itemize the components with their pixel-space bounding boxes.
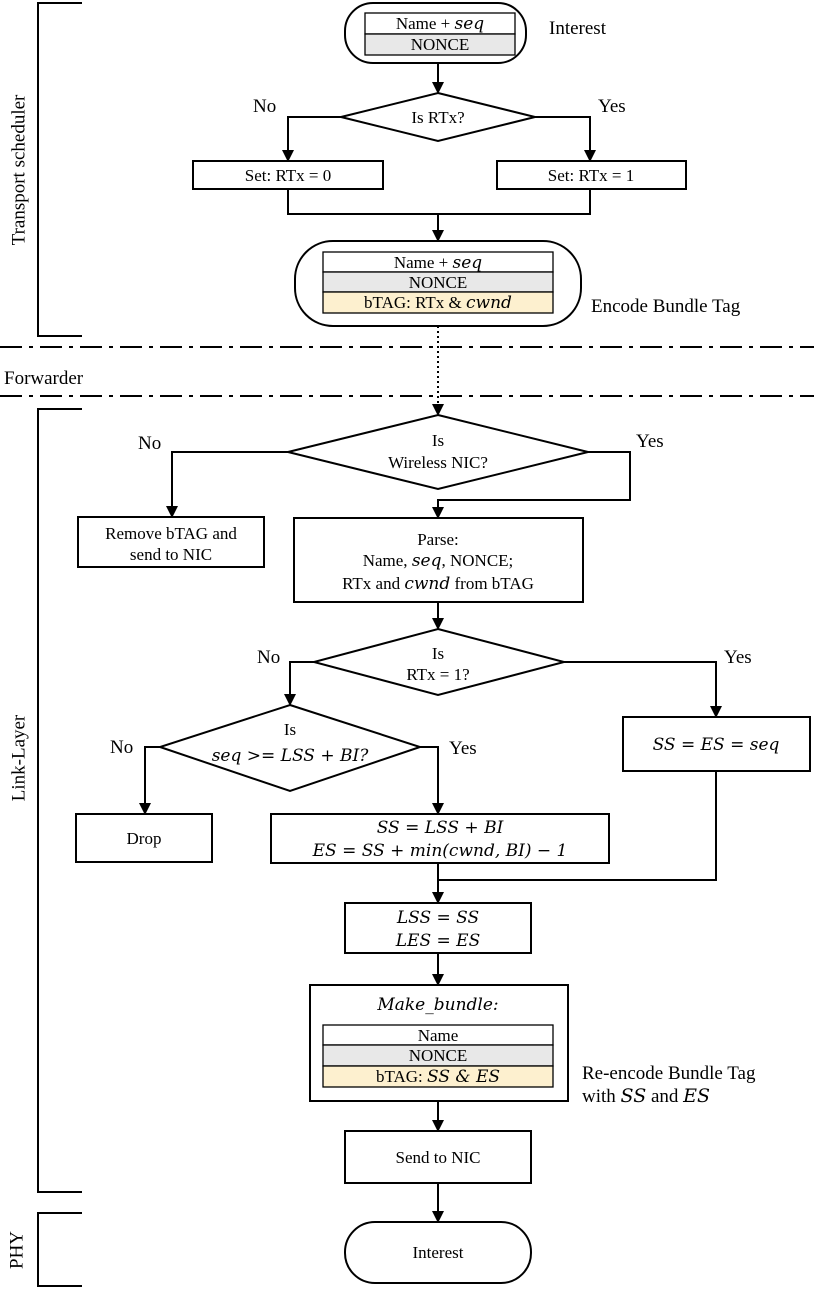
svg-text:LSS = SS: LSS = SS (396, 908, 479, 928)
ss-es-seq-box: SS = ES = seq (622, 716, 811, 772)
svg-text:Name: Name (418, 1026, 459, 1045)
remove-btag-box: Remove bTAG and send to NIC (77, 516, 265, 568)
send-to-nic-box: Send to NIC (344, 1130, 532, 1184)
svg-text:Is: Is (284, 720, 296, 739)
phy-bracket (37, 1212, 82, 1287)
svg-text:Name + seq: Name + seq (394, 253, 482, 273)
re-encode-label: Re-encode Bundle Tag with SS and ES (582, 1063, 756, 1107)
svg-text:Wireless NIC?: Wireless NIC? (388, 453, 488, 472)
yes-label: Yes (598, 96, 626, 117)
svg-text:send to NIC: send to NIC (130, 545, 212, 564)
svg-text:Drop: Drop (127, 829, 162, 848)
svg-text:RTx = 1?: RTx = 1? (406, 665, 469, 684)
svg-text:Re-encode Bundle Tag: Re-encode Bundle Tag (582, 1063, 756, 1084)
no-label: No (138, 433, 161, 454)
update-lss-les-box: LSS = SS LES = ES (344, 902, 532, 954)
link-layer-bracket (37, 408, 82, 1193)
svg-text:SS = LSS + BI: SS = LSS + BI (377, 818, 504, 838)
svg-text:Set: RTx = 0: Set: RTx = 0 (245, 166, 332, 185)
section-label-forwarder: Forwarder (4, 368, 84, 389)
no-label: No (110, 737, 133, 758)
yes-label: Yes (724, 647, 752, 668)
section-label-phy: PHY (6, 1231, 27, 1269)
svg-text:Name + seq: Name + seq (396, 14, 484, 34)
decision-rtx-equals-1: Is RTx = 1? (310, 627, 568, 697)
svg-text:bTAG: SS & ES: bTAG: SS & ES (376, 1067, 500, 1087)
nonce-field: NONCE (411, 35, 470, 54)
interest-label-top: Interest (549, 18, 607, 39)
encoded-interest-packet: Name + seq NONCE bTAG: RTx & cwnd (294, 240, 582, 327)
yes-label: Yes (449, 738, 477, 759)
svg-text:NONCE: NONCE (409, 273, 468, 292)
set-rtx-0-box: Set: RTx = 0 (192, 160, 384, 190)
svg-text:LES = ES: LES = ES (395, 931, 480, 951)
svg-text:SS = ES = seq: SS = ES = seq (653, 735, 780, 755)
svg-text:Parse:: Parse: (417, 530, 459, 549)
svg-text:Interest: Interest (413, 1243, 464, 1262)
svg-text:RTx and cwnd from bTAG: RTx and cwnd from bTAG (342, 574, 534, 594)
section-label-link-layer: Link-Layer (8, 714, 29, 801)
svg-text:Set: RTx = 1: Set: RTx = 1 (548, 166, 635, 185)
svg-text:Remove bTAG and: Remove bTAG and (105, 524, 237, 543)
set-rtx-1-box: Set: RTx = 1 (496, 160, 687, 190)
transport-scheduler-bracket (37, 2, 82, 337)
decision-wireless-nic: Is Wireless NIC? (287, 413, 589, 491)
drop-box: Drop (75, 813, 213, 863)
svg-text:Make_bundle:: Make_bundle: (376, 995, 498, 1015)
interest-packet-top: Name + seq NONCE (344, 2, 527, 64)
interest-packet-end: Interest (344, 1221, 532, 1284)
no-label: No (253, 96, 276, 117)
svg-text:Is RTx?: Is RTx? (411, 108, 464, 127)
svg-text:Is: Is (432, 431, 444, 450)
svg-text:ES = SS + min(cwnd, BI) − 1: ES = SS + min(cwnd, BI) − 1 (312, 841, 568, 861)
svg-text:with SS and ES: with SS and ES (582, 1085, 710, 1107)
svg-text:seq >= LSS + BI?: seq >= LSS + BI? (212, 746, 370, 766)
yes-label: Yes (636, 431, 664, 452)
svg-text:Name, seq, NONCE;: Name, seq, NONCE; (363, 551, 514, 571)
decision-is-rtx: Is RTx? (340, 91, 536, 143)
make-bundle-box: Make_bundle: Name NONCE bTAG: SS & ES (309, 984, 569, 1102)
svg-text:Is: Is (432, 644, 444, 663)
encode-bundle-tag-label: Encode Bundle Tag (591, 296, 741, 317)
no-label: No (257, 647, 280, 668)
parse-box: Parse: Name, seq, NONCE; RTx and cwnd fr… (293, 517, 584, 603)
decision-seq-check: Is seq >= LSS + BI? (156, 703, 424, 793)
svg-text:bTAG: RTx & cwnd: bTAG: RTx & cwnd (364, 293, 512, 313)
compute-ss-es-box: SS = LSS + BI ES = SS + min(cwnd, BI) − … (270, 813, 610, 864)
svg-text:Send to NIC: Send to NIC (396, 1148, 481, 1167)
section-label-transport: Transport scheduler (8, 94, 29, 245)
svg-text:NONCE: NONCE (409, 1046, 468, 1065)
